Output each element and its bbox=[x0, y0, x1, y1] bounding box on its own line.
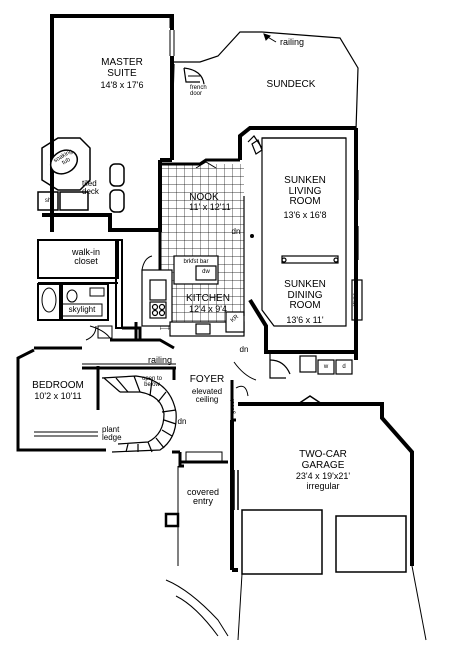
nook-kitchen-walls bbox=[158, 158, 240, 270]
nook-label: NOOK bbox=[189, 192, 219, 203]
garage-note: irregular bbox=[306, 481, 340, 491]
walk-in-closet-label: walk-in closet bbox=[71, 247, 100, 267]
closet-bath-walls bbox=[37, 239, 123, 329]
nook-dims: 11' x 12'11 bbox=[189, 202, 231, 212]
skylight-label: skylight bbox=[68, 305, 96, 314]
china-label: china bbox=[353, 292, 359, 308]
tiled-deck-label: tiled deck bbox=[82, 179, 99, 197]
living-dining-walls bbox=[238, 126, 358, 360]
down-label-3: dn bbox=[177, 417, 187, 426]
foyer-label: FOYER bbox=[189, 374, 225, 385]
shower-label: sh bbox=[44, 198, 52, 204]
breakfast-bar-label: brkfst bar bbox=[183, 259, 209, 265]
plant-ledge-label: plant ledge bbox=[102, 425, 122, 443]
bedroom-walls bbox=[16, 346, 106, 452]
dining-room-dims: 13'6 x 11' bbox=[286, 315, 324, 325]
dryer-label: d bbox=[342, 364, 346, 370]
sundeck-outline bbox=[171, 31, 359, 131]
bedroom-dims: 10'2 x 10'11 bbox=[34, 391, 82, 401]
bedroom-label: BEDROOM bbox=[32, 380, 84, 391]
guest-closet-label: guest bbox=[230, 399, 236, 415]
washer-label: w bbox=[323, 364, 329, 370]
laundry bbox=[269, 352, 353, 379]
living-room-label: SUNKEN LIVING ROOM bbox=[284, 175, 326, 207]
dishwasher-label: dw bbox=[202, 269, 210, 275]
railing-label-top: railing bbox=[279, 37, 304, 47]
garage-walls bbox=[230, 402, 414, 572]
french-door-label: french door bbox=[190, 85, 207, 98]
living-room-dims: 13'6 x 16'8 bbox=[283, 210, 327, 220]
kitchen-counters bbox=[141, 255, 245, 337]
garage-label: TWO-CAR GARAGE bbox=[299, 449, 347, 471]
elevated-ceiling-label: elevated ceiling bbox=[191, 387, 223, 405]
down-label-1: dn bbox=[231, 227, 241, 236]
railing-label-mid: railing bbox=[147, 355, 172, 365]
kitchen-label: KITCHEN bbox=[186, 293, 230, 304]
covered-entry-label: covered entry bbox=[186, 487, 220, 507]
spiral-staircase bbox=[101, 375, 177, 453]
sundeck-label: SUNDECK bbox=[266, 79, 316, 90]
entry-walls bbox=[178, 452, 228, 468]
master-suite-walls bbox=[42, 14, 174, 232]
master-suite-label: MASTER SUITE bbox=[101, 57, 143, 79]
garage-dims: 23'4 x 19'x21' bbox=[295, 471, 351, 481]
tub-area bbox=[37, 137, 125, 213]
master-suite-dims: 14'8 x 17'6 bbox=[100, 80, 144, 90]
down-label-2: dn bbox=[239, 345, 249, 354]
kitchen-dims: 12'4 x 9'4 bbox=[189, 304, 227, 314]
open-to-below-label: open to below bbox=[141, 376, 163, 389]
dining-room-label: SUNKEN DINING ROOM bbox=[284, 279, 326, 311]
